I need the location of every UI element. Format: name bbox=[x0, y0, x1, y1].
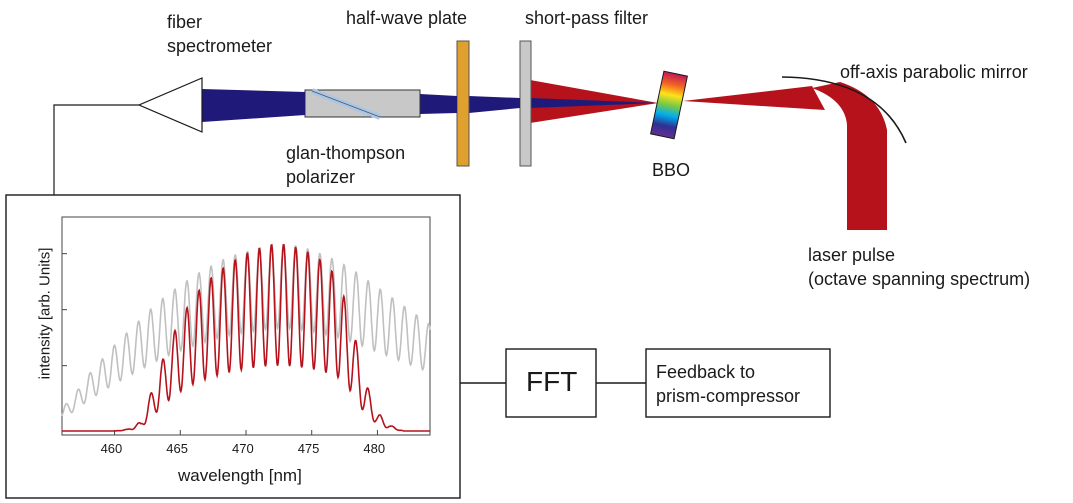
y-axis-label: intensity [arb. Units] bbox=[36, 247, 54, 380]
fiber-cable bbox=[53, 104, 139, 195]
polarizer-cut-edge bbox=[311, 90, 381, 118]
shg-blue-beam-inner bbox=[530, 98, 658, 108]
x-tick-label-480: 480 bbox=[363, 441, 386, 456]
x-tick-label-465: 465 bbox=[166, 441, 188, 456]
measured-spectrum-trace bbox=[62, 243, 430, 432]
fiber-spectrometer bbox=[137, 77, 203, 133]
label-polarizer: polarizer bbox=[286, 167, 356, 187]
laser-pulse-beam bbox=[812, 82, 887, 230]
label-laser-pulse: laser pulse bbox=[808, 245, 896, 265]
feedback-label-line1: Feedback to bbox=[656, 362, 756, 382]
y-tick-marks bbox=[62, 253, 67, 367]
label-spectrometer: spectrometer bbox=[167, 36, 273, 56]
bbo-crystal bbox=[650, 70, 688, 140]
blue-beam-2 bbox=[469, 96, 520, 113]
half-wave-plate bbox=[456, 40, 470, 167]
label-bbo: BBO bbox=[652, 160, 691, 180]
x-axis-label: wavelength [nm] bbox=[178, 466, 302, 485]
label-glan-thompson: glan-thompson bbox=[286, 143, 406, 163]
blue-beam-to-spectrometer bbox=[202, 89, 305, 122]
focusing-beam bbox=[683, 86, 825, 110]
feedback-label-line2: prism-compressor bbox=[656, 386, 801, 406]
short-pass-filter bbox=[519, 40, 532, 167]
blue-beam-3 bbox=[420, 94, 457, 114]
x-tick-label-460: 460 bbox=[100, 441, 123, 456]
label-off-axis-parabolic-mirror: off-axis parabolic mirror bbox=[840, 62, 1028, 82]
fft-label: FFT bbox=[526, 366, 578, 397]
plot-area bbox=[61, 216, 431, 436]
label-fiber: fiber bbox=[167, 12, 203, 32]
x-tick-label-470: 470 bbox=[232, 441, 254, 456]
feedback-box bbox=[645, 348, 831, 418]
label-half-wave-plate: half-wave plate bbox=[346, 8, 468, 28]
label-short-pass-filter: short-pass filter bbox=[525, 8, 649, 28]
x-tick-label-475: 475 bbox=[297, 441, 320, 456]
label-octave-spanning-spectrum: (octave spanning spectrum) bbox=[808, 269, 1031, 289]
off-axis-parabolic-mirror bbox=[781, 76, 907, 144]
